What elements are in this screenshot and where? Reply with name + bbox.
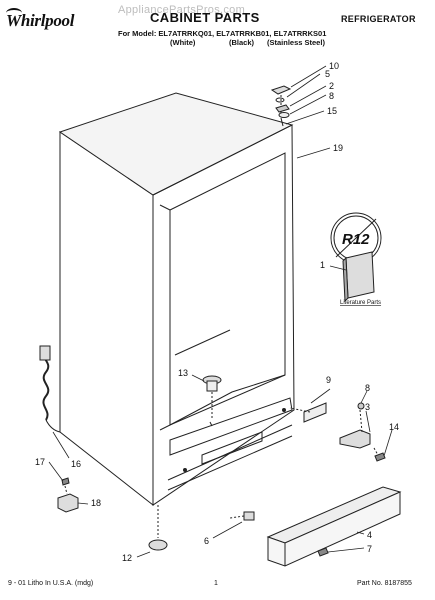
watermark: AppliancePartsPros.com	[118, 4, 246, 16]
model-list: For Model: EL7ATRRKQ01, EL7ATRRKB01, EL7…	[118, 29, 327, 38]
grille-clip	[243, 511, 255, 521]
cabinet-top	[58, 92, 294, 196]
callout-10: 10	[329, 61, 339, 71]
bottom-hinge	[339, 429, 371, 449]
grille-screw	[317, 547, 329, 557]
callout-17: 17	[35, 457, 45, 467]
callout-6: 6	[204, 536, 209, 546]
top-hinge	[275, 104, 290, 113]
callout-numbers: 10 5 2 8 15 19 1 13 9 8 3 14 17 16 18 6 …	[35, 61, 399, 563]
r12-badge-text: R12	[342, 231, 370, 248]
hinge-screw	[374, 452, 386, 462]
brand-logo: Whirlpool	[6, 11, 75, 30]
section-label: REFRIGERATOR	[341, 14, 416, 24]
callout-19: 19	[333, 143, 343, 153]
leader-lines	[48, 65, 393, 558]
literature-book	[345, 251, 375, 299]
cord-clamp	[57, 493, 79, 513]
cabinet-front-frame	[152, 124, 295, 506]
footer-part-number: Part No. 8187855	[357, 580, 412, 587]
callout-2: 2	[329, 81, 334, 91]
callout-12: 12	[122, 553, 132, 563]
callout-16: 16	[71, 459, 81, 469]
bracket	[303, 402, 327, 423]
footer-litho: 9 - 01 Litho In U.S.A. (mdg)	[8, 580, 94, 587]
variant-black: (Black)	[229, 38, 255, 47]
page-title: CABINET PARTS	[150, 10, 260, 25]
logo-swoosh-icon	[6, 8, 22, 18]
cabinet-liner-opening	[169, 152, 286, 426]
callout-1: 1	[320, 260, 325, 270]
front-leveling-leg	[148, 539, 168, 551]
literature-parts-label: Literature Parts	[340, 300, 381, 306]
callout-8-top: 8	[329, 91, 334, 101]
callout-4: 4	[367, 530, 372, 540]
top-hinge-cover	[270, 85, 292, 95]
callout-3: 3	[365, 402, 370, 412]
callout-7: 7	[367, 544, 372, 554]
callout-13: 13	[178, 368, 188, 378]
bracket-screw	[61, 477, 70, 486]
hinge-bushing	[275, 97, 285, 103]
callout-9: 9	[326, 375, 331, 385]
callout-5: 5	[325, 69, 330, 79]
callout-14: 14	[389, 422, 399, 432]
variant-stainless: (Stainless Steel)	[267, 38, 325, 47]
footer-page-number: 1	[214, 580, 218, 587]
cabinet-left-side	[59, 131, 154, 507]
variant-white: (White)	[170, 38, 196, 47]
callout-18: 18	[91, 498, 101, 508]
callout-15: 15	[327, 106, 337, 116]
callout-8-lower: 8	[365, 383, 370, 393]
